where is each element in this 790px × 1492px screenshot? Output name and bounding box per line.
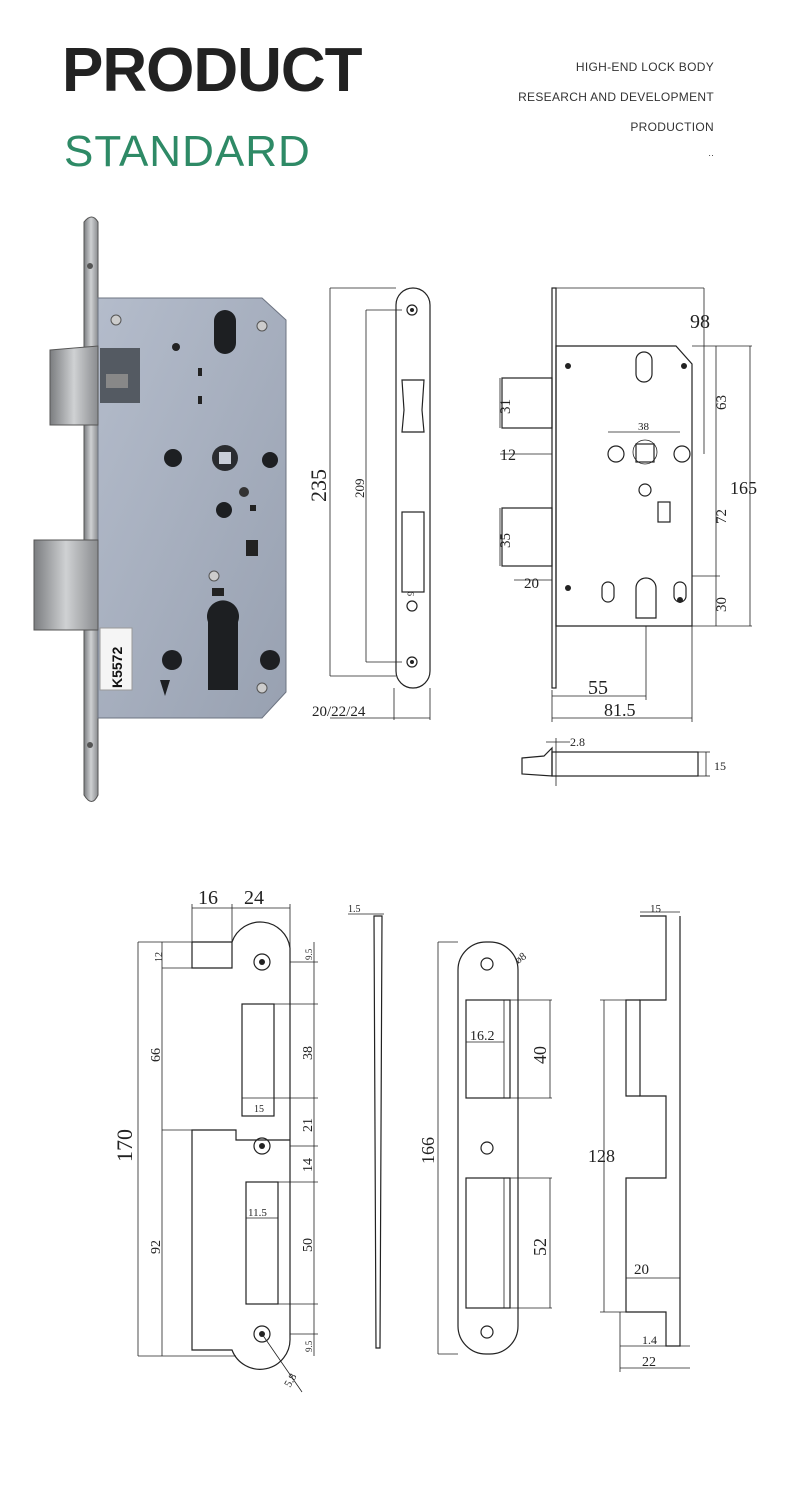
dim-15-strike: 15 <box>254 1104 264 1115</box>
dim-15-latch: 15 <box>714 759 726 773</box>
dim-165: 165 <box>730 478 757 498</box>
dim-15-box: 15 <box>650 903 662 915</box>
dim-30: 30 <box>714 597 730 612</box>
dim-12-strike: 12 <box>154 952 165 962</box>
dim-55: 55 <box>588 677 608 699</box>
dim-o8: ø8 <box>513 950 529 966</box>
strike-plate-a-drawing <box>137 904 318 1393</box>
strike-box-drawing <box>600 911 690 1372</box>
latch-drawing <box>521 738 710 786</box>
lock-body-drawing <box>499 287 752 722</box>
dim-31: 31 <box>498 399 514 414</box>
dim-66: 66 <box>149 1048 164 1062</box>
dim-235: 235 <box>306 469 331 502</box>
dim-9-5-top: 9.5 <box>304 948 314 960</box>
dim-22: 22 <box>642 1355 656 1370</box>
dim-9-5-bottom: 9.5 <box>304 1340 314 1352</box>
dim-35: 35 <box>498 533 514 548</box>
dim-20-box: 20 <box>634 1262 649 1278</box>
dim-14: 14 <box>301 1158 316 1172</box>
dim-81-5: 81.5 <box>604 700 636 720</box>
dim-5-8: 5.8 <box>282 1371 300 1389</box>
dim-38-strike: 38 <box>301 1046 316 1060</box>
strike-plate-b-drawing <box>437 941 552 1355</box>
dim-16-2: 16.2 <box>470 1029 495 1044</box>
dim-16: 16 <box>198 887 218 909</box>
page-subtitle: STANDARD <box>64 127 311 176</box>
strike-side-view-drawing <box>348 913 384 1349</box>
lock-body-photo <box>33 216 287 802</box>
dim-72: 72 <box>714 509 730 524</box>
dim-20-22-24: 20/22/24 <box>312 704 366 720</box>
dim-1-5: 1.5 <box>348 904 361 915</box>
dim-40: 40 <box>530 1046 550 1064</box>
dim-11-5: 11.5 <box>248 1207 267 1219</box>
dim-50: 50 <box>301 1238 316 1252</box>
dim-2-8: 2.8 <box>570 735 585 749</box>
dim-20: 20 <box>524 576 539 592</box>
tagline-line-2: RESEARCH AND DEVELOPMENT <box>518 90 714 104</box>
dim-209: 209 <box>352 479 367 499</box>
photo-model-label: K5572 <box>109 647 125 688</box>
dim-166: 166 <box>418 1137 438 1164</box>
dim-21: 21 <box>301 1118 316 1132</box>
tagline-line-3: PRODUCTION <box>630 120 714 134</box>
dim-12: 12 <box>500 447 516 464</box>
dim-98: 98 <box>690 311 710 333</box>
dim-38: 38 <box>638 421 650 433</box>
dim-170: 170 <box>112 1129 137 1162</box>
page-title: PRODUCT <box>62 36 363 105</box>
dim-92: 92 <box>149 1240 164 1254</box>
dim-128: 128 <box>588 1146 615 1166</box>
dim-1-4: 1.4 <box>642 1333 657 1347</box>
dim-9: 9 <box>406 591 416 596</box>
tagline-line-4: .. <box>708 148 714 158</box>
dim-24: 24 <box>244 887 264 909</box>
tagline-line-1: HIGH-END LOCK BODY <box>575 60 714 74</box>
front-plate-drawing <box>329 287 431 720</box>
dim-63: 63 <box>714 395 730 410</box>
dim-52: 52 <box>530 1238 550 1256</box>
